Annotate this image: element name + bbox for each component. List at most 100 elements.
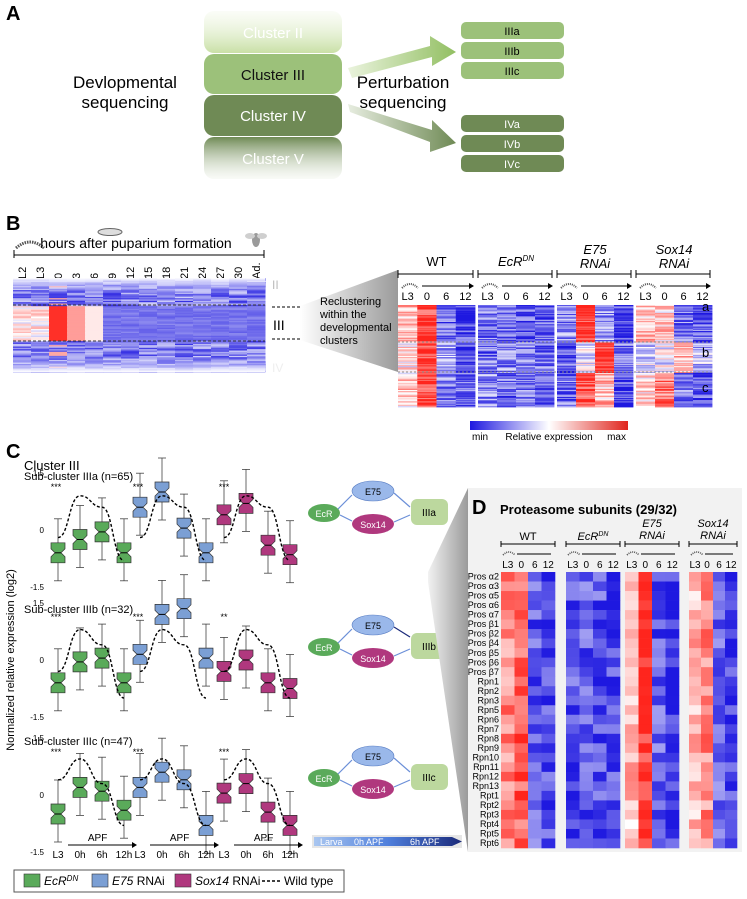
heat-cell [655, 327, 675, 330]
timepoint-label: 15 [143, 267, 155, 279]
heat-cell [557, 329, 577, 332]
heat-cell [557, 319, 577, 322]
heat-cell [655, 379, 675, 382]
heat-cell [535, 391, 555, 393]
heat-cell [398, 317, 418, 319]
heat-cell [535, 337, 555, 340]
heat-cell [501, 676, 515, 687]
heat-cell [541, 657, 556, 668]
heat-cell [541, 724, 556, 735]
heat-cell [665, 572, 680, 582]
heat-cell [593, 600, 607, 611]
timepoint-label: 6 [89, 273, 101, 279]
heat-cell [614, 336, 634, 339]
heat-cell [417, 384, 437, 386]
heat-cell [541, 591, 556, 601]
heat-cell [595, 379, 615, 382]
heat-cell [606, 600, 621, 611]
heat-cell [595, 340, 615, 342]
heat-cell [398, 392, 418, 394]
heat-cell [566, 676, 580, 687]
heat-cell [655, 346, 675, 349]
heat-cell [417, 397, 437, 400]
heat-cell [436, 334, 457, 336]
apf-label: APF [170, 833, 189, 844]
heat-cell [655, 391, 675, 393]
time-larva: Larva [320, 837, 343, 847]
heat-cell [638, 790, 653, 801]
heat-cell [417, 375, 437, 377]
heat-cell [674, 369, 694, 372]
heat-cell [652, 695, 666, 706]
heat-cell [535, 352, 555, 355]
heat-cell [417, 356, 437, 358]
heat-cell [655, 404, 675, 407]
heat-cell [455, 353, 476, 356]
recluster-line-3: developmental [320, 322, 392, 334]
heat-cell [516, 358, 536, 360]
heat-cell [398, 385, 418, 387]
heat-cell [636, 388, 656, 391]
heat-cell [674, 340, 694, 342]
heat-cell [501, 705, 515, 716]
heat-cell [516, 356, 536, 358]
heat-cell [455, 358, 476, 360]
heat-cell [693, 346, 713, 349]
heat-cell [436, 368, 457, 370]
d-condition-header-line2: RNAi [700, 530, 726, 542]
timepoint-label: L2 [17, 267, 29, 279]
heat-cell [541, 752, 556, 763]
heat-cell [501, 752, 515, 763]
gene-label: Rpn11 [473, 762, 499, 772]
e75-label: E75 [365, 752, 381, 762]
heat-cell [614, 384, 634, 386]
x-tick: 6h [262, 850, 273, 861]
heat-cell [625, 591, 639, 601]
heat-cell [636, 315, 656, 317]
heat-cell [652, 800, 666, 811]
heat-cell [514, 724, 529, 735]
heat-cell [625, 572, 639, 582]
heat-cell [665, 838, 680, 849]
heat-cell [576, 403, 596, 406]
heat-cell [398, 324, 418, 326]
heat-cell [478, 352, 498, 355]
heat-cell [665, 800, 680, 811]
heat-cell [514, 695, 529, 706]
timepoint-label: 27 [215, 267, 227, 279]
heat-cell [636, 345, 656, 348]
heat-cell [516, 375, 536, 377]
heat-cell [693, 380, 713, 383]
heat-cell [535, 307, 555, 309]
heat-cell [528, 619, 542, 630]
heat-cell [566, 771, 580, 782]
gene-label: Pros β4 [468, 638, 499, 648]
heat-cell [417, 399, 437, 401]
heat-cell [516, 376, 536, 378]
heat-cell [674, 320, 694, 323]
heat-cell [528, 790, 542, 801]
heat-cell [557, 366, 577, 368]
heat-cell [674, 343, 694, 346]
heat-cell [478, 308, 498, 310]
heat-cell [693, 329, 713, 332]
heat-cell [501, 572, 515, 582]
heat-cell [595, 308, 615, 310]
heat-cell [557, 391, 577, 393]
sub-ivb-label: IVb [504, 139, 521, 151]
heat-cell [535, 360, 555, 363]
heat-cell [614, 366, 634, 368]
heat-cell [497, 311, 517, 314]
heat-cell [606, 705, 621, 716]
heat-cell [674, 365, 694, 367]
d-condition-header: E75 [642, 518, 662, 530]
heat-cell [638, 581, 653, 592]
heat-cell [665, 581, 680, 592]
heat-cell [455, 385, 476, 387]
heat-cell [665, 619, 680, 630]
legend-e75: E75 RNAi [112, 874, 165, 888]
heat-cell [579, 676, 594, 687]
heat-cell [541, 581, 556, 592]
heat-cell [398, 332, 418, 334]
